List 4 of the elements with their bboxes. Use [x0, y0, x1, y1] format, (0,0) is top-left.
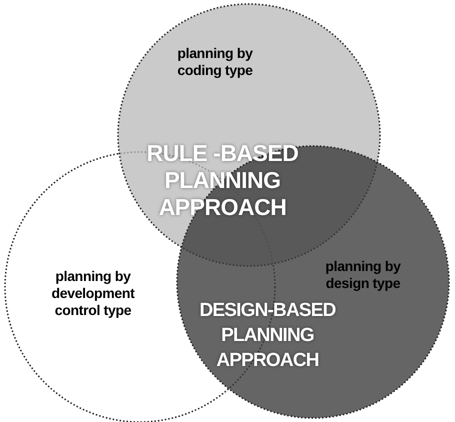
- overlap-heading: DESIGN-BASED PLANNING APPROACH: [198, 299, 337, 373]
- circle-label: planning by development control type: [50, 268, 136, 319]
- circle-label: planning by design type: [324, 258, 402, 292]
- circle-label: planning by coding type: [176, 45, 254, 79]
